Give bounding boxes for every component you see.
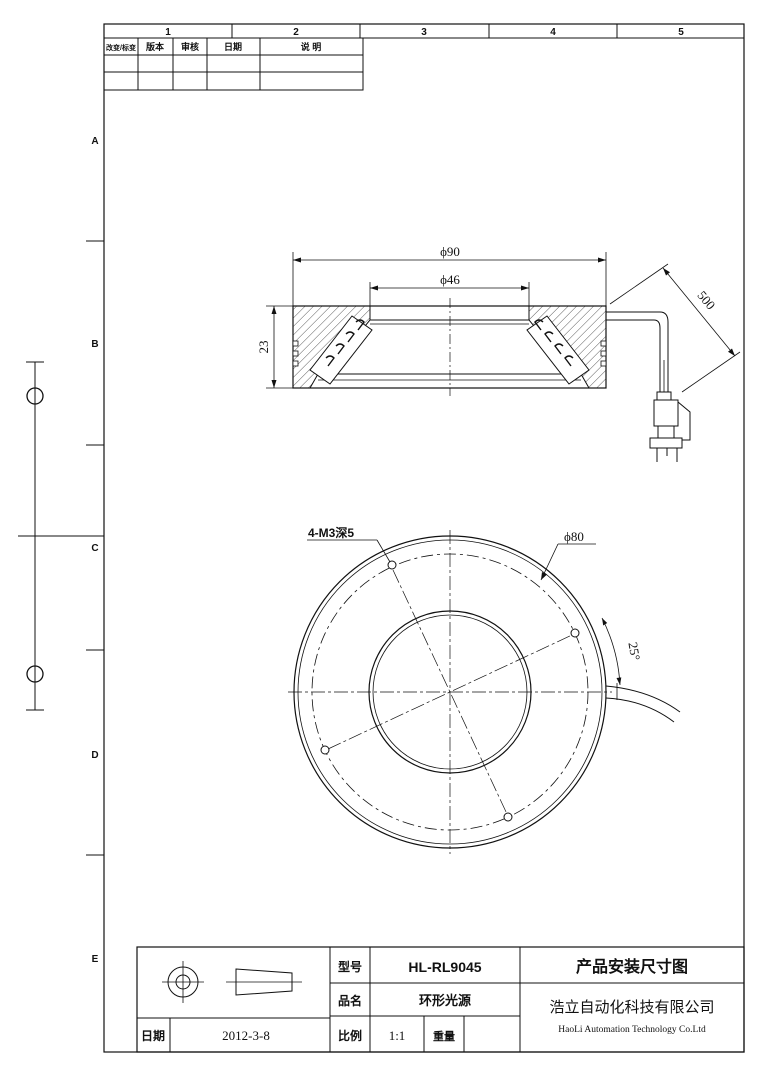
mounting-hole-icon <box>387 560 397 570</box>
cable-length-label: 500 <box>694 288 718 313</box>
revision-header-date: 日期 <box>224 41 242 52</box>
drawing-title: 产品安装尺寸图 <box>576 957 688 976</box>
binding-hole-icon <box>26 665 44 683</box>
column-label-1: 1 <box>165 27 171 38</box>
scale-value: 1:1 <box>389 1028 406 1043</box>
row-label-d: D <box>91 750 98 761</box>
model-label: 型号 <box>338 959 362 974</box>
drawing-frame: 1 2 3 4 5 A B C D E <box>86 23 745 1053</box>
company-name-en: HaoLi Automation Technology Co.Ltd <box>558 1025 706 1035</box>
revision-header-version: 版本 <box>145 41 165 52</box>
mounting-holes-label: 4-M3深5 <box>308 525 354 540</box>
bolt-circle-label: ϕ80 <box>564 529 584 544</box>
date-value: 2012-3-8 <box>222 1028 270 1043</box>
column-label-5: 5 <box>678 27 684 38</box>
name-value: 环形光源 <box>419 993 471 1008</box>
height-label: 23 <box>256 341 271 354</box>
row-label-b: B <box>91 339 98 350</box>
side-section-view <box>292 298 607 396</box>
mounting-hole-icon <box>320 745 330 755</box>
column-label-4: 4 <box>550 27 556 38</box>
side-view-dimensions: ϕ90 ϕ46 23 <box>256 244 607 389</box>
revision-header-change: 改变/标变 <box>106 43 136 52</box>
binding-hole-icon <box>26 387 44 405</box>
mounting-hole-icon <box>570 628 580 638</box>
model-value: HL-RL9045 <box>408 959 481 975</box>
binding-marks <box>18 361 104 711</box>
weight-label: 重量 <box>433 1029 455 1043</box>
row-label-a: A <box>91 136 98 147</box>
revision-header-review: 审核 <box>181 41 199 52</box>
top-plan-view <box>288 530 681 854</box>
cable-and-connector: 500 <box>606 263 741 462</box>
projection-symbol-icon <box>162 961 302 1003</box>
name-label: 品名 <box>338 993 362 1008</box>
outer-diameter-label: ϕ90 <box>440 244 460 259</box>
column-label-3: 3 <box>421 27 427 38</box>
company-name-cn: 浩立自动化科技有限公司 <box>549 999 714 1016</box>
mounting-hole-icon <box>503 812 513 822</box>
top-view-annotations: 4-M3深5 ϕ80 25° <box>307 525 643 686</box>
title-block: 型号 HL-RL9045 品名 环形光源 日期 2012-3-8 比例 1:1 … <box>136 946 745 1053</box>
scale-label: 比例 <box>338 1028 362 1043</box>
row-label-c: C <box>91 543 98 554</box>
revision-header-description: 说 明 <box>301 41 322 52</box>
inner-diameter-label: ϕ46 <box>440 272 460 287</box>
date-label: 日期 <box>141 1028 165 1043</box>
angle-label: 25° <box>625 641 643 662</box>
revision-table: 改变/标变 版本 审核 日期 说 明 <box>103 37 364 91</box>
row-label-e: E <box>92 954 99 965</box>
column-label-2: 2 <box>293 27 299 38</box>
